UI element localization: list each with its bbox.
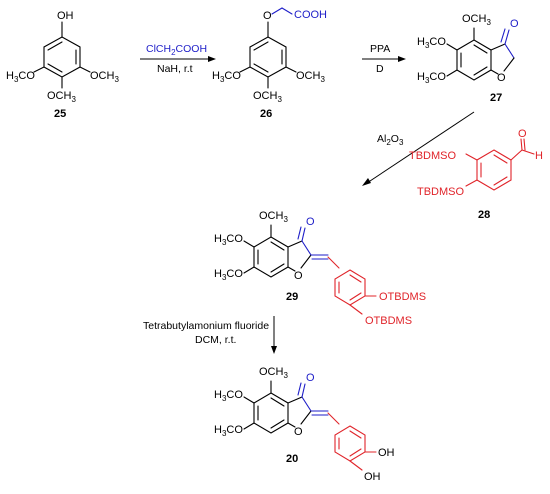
c29-keto-o-label: O (306, 216, 315, 228)
c26-och3-right-label: OCH3​ (296, 70, 325, 84)
c29-otbdms-lower-label: OTBDMS (365, 315, 412, 327)
arrow-step-2: PPA D (362, 43, 406, 75)
c29-och3-top-label: OCH3​ (259, 210, 288, 224)
arrow-step-1: ClCH2​COOH NaH, r.t (140, 43, 216, 75)
compound-27: OCH3​ O H3​CO H3​CO O 27 (417, 13, 519, 104)
c27-och3-top-label: OCH3​ (462, 13, 491, 27)
c20-h3co-lower-label: H3​CO (214, 424, 243, 438)
c28-tbdmso-upper-label: TBDMSO (409, 150, 457, 162)
c29-h3co-lower-label: H3​CO (214, 268, 243, 282)
step2-condition: D (376, 63, 384, 75)
c25-number: 25 (54, 108, 66, 120)
c20-oh-lower-label: OH (364, 471, 381, 483)
c25-h3co-label: H3​CO (6, 70, 35, 84)
c28-ald-o-label: O (518, 128, 527, 140)
c20-och3-top-label: OCH3​ (259, 366, 288, 380)
step2-reagent: PPA (370, 43, 390, 55)
c26-number: 26 (260, 108, 272, 120)
step1-reagent: ClCH2​COOH (146, 43, 207, 57)
c27-keto-o-label: O (510, 18, 519, 30)
c26-o-label: O (263, 10, 272, 22)
step3-reagent: Al2​O3​ (377, 133, 404, 147)
c25-oh-label: OH (57, 10, 74, 22)
compound-20: OCH3​ O H3​CO H3​CO O OH OH 20 (214, 366, 395, 483)
c27-number: 27 (490, 92, 502, 104)
c20-number: 20 (286, 453, 298, 465)
c25-och3-right-label: OCH3​ (90, 70, 119, 84)
c20-oh-upper-label: OH (378, 447, 395, 459)
c28-tbdmso-lower-label: TBDMSO (417, 186, 465, 198)
c25-och3-bottom-label: OCH3​ (47, 90, 76, 104)
arrow-step-3: Al2​O3​ (362, 111, 475, 186)
c29-ring-o-label: O (294, 270, 303, 282)
c28-number: 28 (478, 209, 490, 221)
arrow-step-4: Tetrabutylamonium fluoride DCM, r.t. (143, 316, 277, 354)
step1-condition: NaH, r.t (157, 63, 193, 75)
c26-cooh-label: COOH (294, 9, 327, 21)
c20-h3co-upper-label: H3​CO (214, 389, 243, 403)
compound-25: OH H3​CO OCH3​ OCH3​ 25 (6, 10, 119, 120)
c20-keto-o-label: O (306, 372, 315, 384)
compound-28: O H TBDMSO TBDMSO 28 (409, 128, 543, 221)
c20-ring-o-label: O (294, 426, 303, 438)
c27-h3co-upper-label: H3​CO (417, 36, 446, 50)
c27-ring-o-label: O (497, 72, 506, 84)
compound-29: OCH3​ O H3​CO H3​CO O OTBDMS OTBDMS 29 (214, 210, 426, 327)
c28-ald-h-label: H (535, 150, 543, 162)
step4-condition: DCM, r.t. (195, 334, 236, 346)
c26-h3co-label: H3​CO (212, 70, 241, 84)
step4-reagent: Tetrabutylamonium fluoride (143, 320, 269, 332)
c29-otbdms-upper-label: OTBDMS (379, 291, 426, 303)
c29-number: 29 (286, 291, 298, 303)
c27-h3co-lower-label: H3​CO (417, 71, 446, 85)
c29-h3co-upper-label: H3​CO (214, 233, 243, 247)
c26-och3-bottom-label: OCH3​ (253, 90, 282, 104)
compound-26: O COOH H3​CO OCH3​ OCH3​ 26 (212, 7, 327, 120)
